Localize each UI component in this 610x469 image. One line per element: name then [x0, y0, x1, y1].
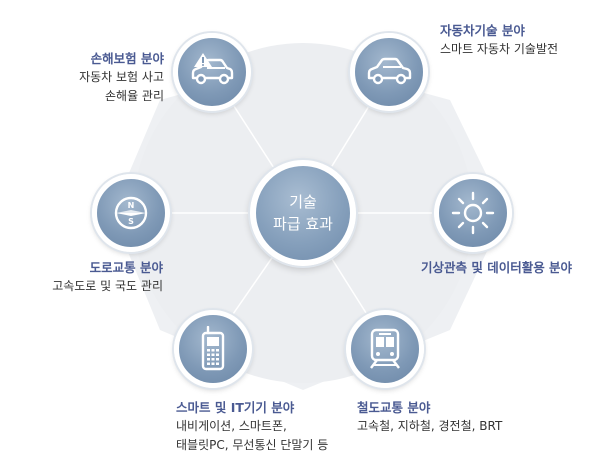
node-auto-tech	[350, 33, 428, 111]
label-smart-it-title: 스마트 및 IT기기 분야	[176, 400, 295, 415]
label-road-desc-1: 고속도로 및 국도 관리	[52, 279, 163, 293]
center-label-line1: 기술	[289, 193, 317, 211]
center-label-line2: 파급 효과	[273, 215, 333, 233]
compass-icon: N S	[114, 196, 148, 230]
label-auto-tech-title: 자동차기술 분야	[440, 23, 525, 38]
label-railway-desc-1: 고속철, 지하철, 경전철, BRT	[357, 419, 503, 433]
node-smart-it	[174, 310, 252, 388]
car-icon	[367, 57, 412, 85]
node-railway	[346, 310, 424, 388]
mobile-phone-icon	[201, 326, 225, 371]
node-weather	[434, 174, 512, 252]
label-smart-it-desc-2: 태블릿PC, 무선통신 단말기 등	[176, 438, 329, 452]
train-icon	[370, 328, 400, 369]
label-road: 도로교통 분야 고속도로 및 국도 관리	[52, 258, 163, 296]
svg-text:S: S	[128, 217, 134, 226]
sun-icon	[451, 191, 495, 235]
label-railway-title: 철도교통 분야	[357, 400, 431, 415]
node-road: N S	[92, 174, 170, 252]
label-auto-tech: 자동차기술 분야 스마트 자동차 기술발전	[440, 21, 558, 59]
label-insurance-title: 손해보험 분야	[90, 51, 164, 66]
center-node: 기술 파급 효과	[250, 160, 356, 266]
svg-text:N: N	[128, 201, 135, 210]
label-road-title: 도로교통 분야	[89, 260, 163, 275]
car-warning-icon	[191, 53, 234, 85]
label-smart-it-desc-1: 내비게이션, 스마트폰,	[176, 419, 287, 433]
label-insurance-desc-2: 손해율 관리	[104, 89, 164, 103]
node-insurance	[173, 33, 251, 111]
label-weather: 기상관측 및 데이터활용 분야	[421, 258, 572, 277]
label-insurance-desc-1: 자동차 보험 사고	[79, 70, 164, 84]
label-railway: 철도교통 분야 고속철, 지하철, 경전철, BRT	[357, 398, 502, 436]
label-insurance: 손해보험 분야 자동차 보험 사고 손해율 관리	[79, 49, 164, 106]
label-weather-title: 기상관측 및 데이터활용 분야	[421, 260, 573, 275]
label-auto-tech-desc-1: 스마트 자동차 기술발전	[440, 42, 559, 56]
label-smart-it: 스마트 및 IT기기 분야 내비게이션, 스마트폰, 태블릿PC, 무선통신 단…	[176, 398, 328, 455]
